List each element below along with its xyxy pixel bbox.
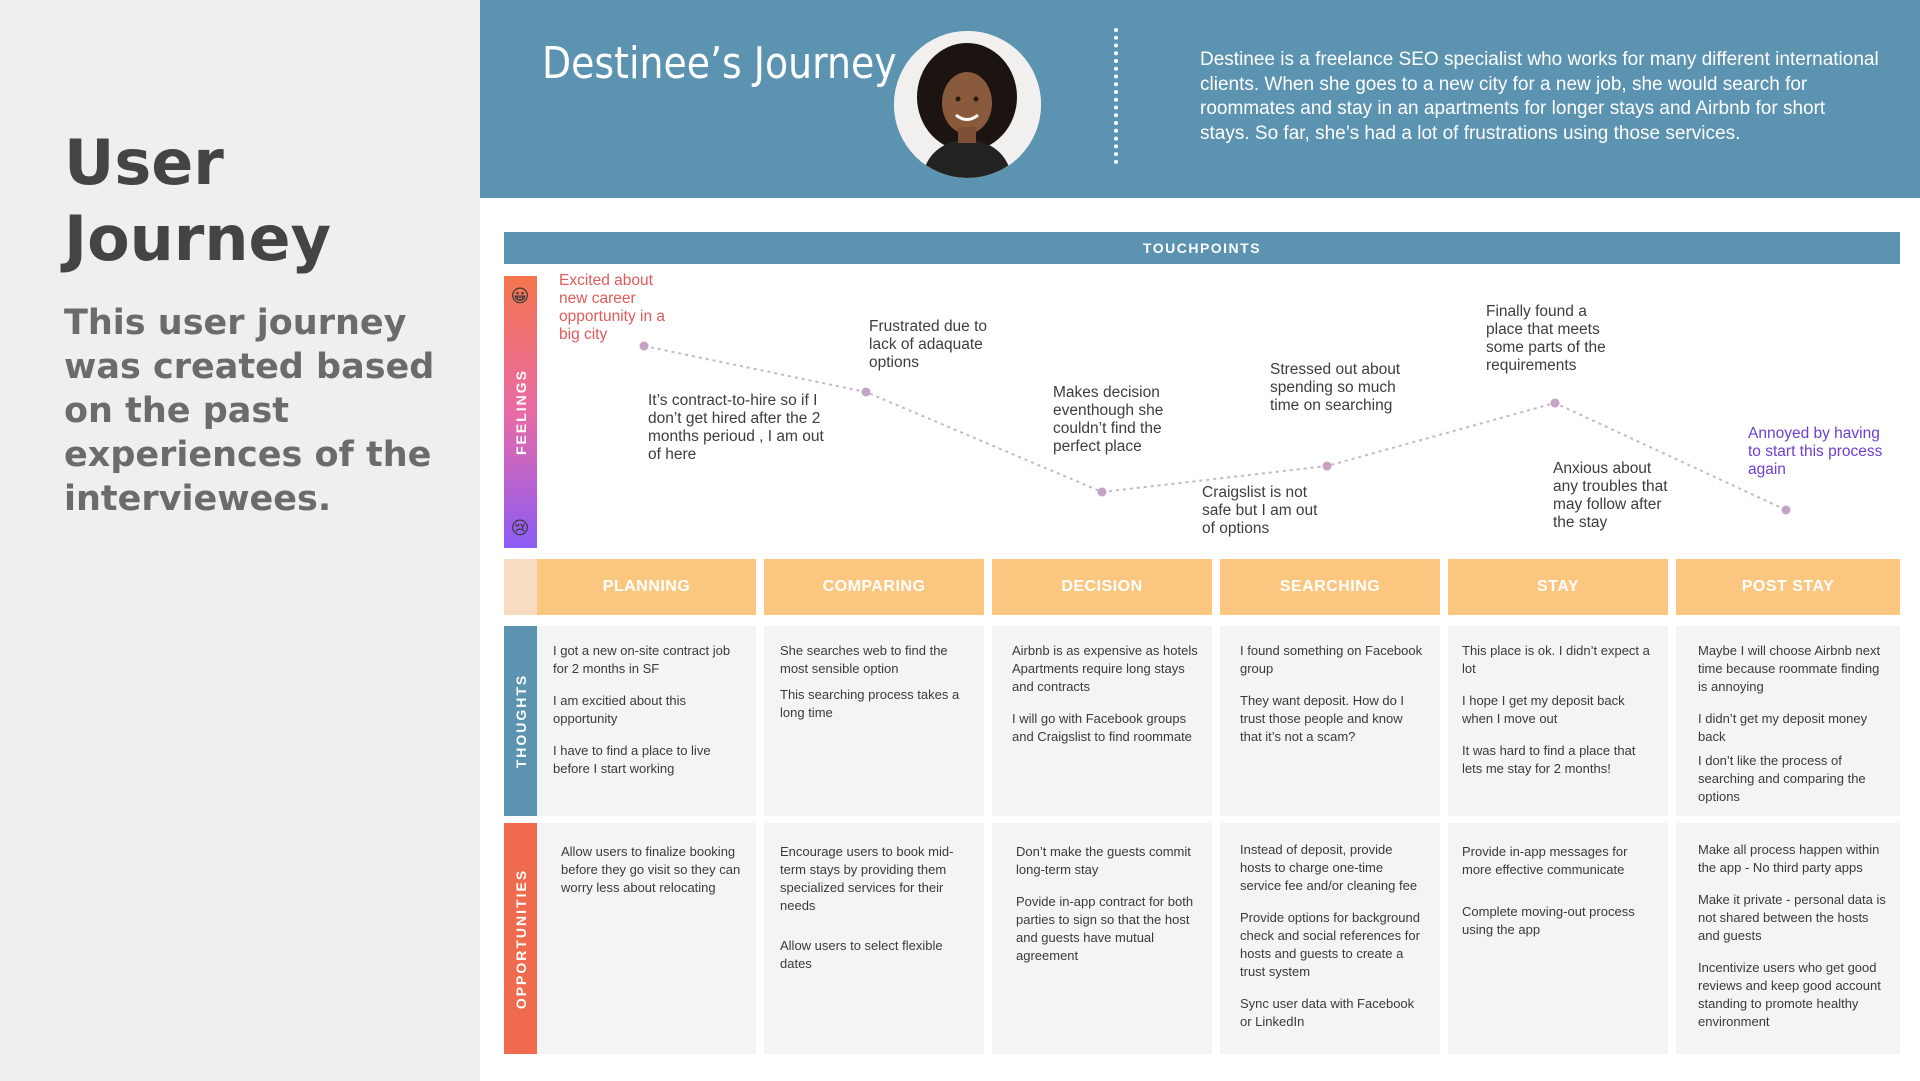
stage-planning: PLANNING [537, 559, 756, 615]
thoughts-label: THOUGHTS [512, 673, 529, 769]
thoughts-cell-decision: Airbnb is as expensive as hotels Apartme… [992, 626, 1212, 816]
feeling-label: Excited about new career opportunity in … [559, 272, 665, 343]
persona-name: Destinee’s Journey [542, 38, 897, 89]
thought-text: I am excitied about this opportunity [553, 693, 686, 726]
thought-text: Maybe I will choose Airbnb next time bec… [1698, 643, 1881, 694]
thought-text: This place is ok. I didn’t expect a lot [1462, 643, 1650, 676]
thoughts-cell-post-stay: Maybe I will choose Airbnb next time bec… [1676, 626, 1900, 816]
thoughts-cell-searching: I found something on Facebook group They… [1220, 626, 1440, 816]
feeling-label: Finally found a place that meets some pa… [1486, 303, 1606, 374]
smiling-face-icon: 😀 [510, 286, 530, 306]
stage-searching: SEARCHING [1220, 559, 1440, 615]
feelings-label: FEELINGS [512, 368, 529, 456]
opportunity-text: Provide options for background check and… [1240, 910, 1420, 979]
opportunity-text: Allow users to finalize booking before t… [561, 844, 741, 895]
feeling-label: Annoyed by having to start this process … [1748, 425, 1883, 478]
opportunity-text: Complete moving-out process using the ap… [1462, 904, 1635, 937]
opportunity-text: Incentivize users who get good reviews a… [1698, 960, 1881, 1029]
opportunities-label: OPPORTUNITIES [512, 868, 529, 1009]
thought-text: I found something on Facebook group [1240, 643, 1423, 676]
feeling-label: Stressed out about spending so much time… [1270, 361, 1401, 414]
feeling-label: Anxious about any troubles that may foll… [1553, 460, 1668, 531]
stage-stay: STAY [1448, 559, 1668, 615]
opportunity-text: Make it private - personal data is not s… [1698, 892, 1886, 943]
opportunities-cell-stay: Provide in-app messages for more effecti… [1448, 823, 1668, 1054]
stage-header-pad [504, 559, 537, 615]
thought-text: I will go with Facebook groups and Craig… [1012, 711, 1192, 744]
opportunities-cell-decision: Don’t make the guests commit long-term s… [992, 823, 1212, 1054]
persona-description: Destinee is a freelance SEO specialist w… [1200, 49, 1879, 144]
thought-text: I hope I get my deposit back when I move… [1462, 693, 1625, 726]
page-description: This user journey was created based on t… [64, 303, 435, 519]
opportunity-text: Instead of deposit, provide hosts to cha… [1240, 842, 1418, 893]
feeling-label: Makes decision eventhough she couldn’t f… [1053, 384, 1164, 455]
thought-text: I didn’t get my deposit money back [1698, 711, 1868, 744]
thoughts-cell-stay: This place is ok. I didn’t expect a lot … [1448, 626, 1668, 816]
thought-text: They want deposit. How do I trust those … [1240, 693, 1405, 744]
thought-text: Apartments require long stays and contra… [1012, 661, 1185, 694]
opportunity-text: Sync user data with Facebook or LinkedIn [1240, 996, 1415, 1029]
opportunity-text: Povide in-app contract for both parties … [1016, 894, 1194, 963]
emotion-point [1322, 461, 1332, 471]
intro-panel: User Journey This user journey was creat… [0, 0, 480, 1081]
feeling-label: Frustrated due to lack of adaquate optio… [869, 318, 988, 371]
opportunities-axis: OPPORTUNITIES [504, 823, 537, 1054]
thought-text: This searching process takes a long time [780, 687, 960, 720]
persona-header: Destinee’s Journey Destinee is a freelan… [480, 0, 1920, 198]
opportunities-cell-planning: Allow users to finalize booking before t… [537, 823, 756, 1054]
stage-decision: DECISION [992, 559, 1212, 615]
persona-photo-illustration [894, 31, 1041, 178]
opportunity-text: Allow users to select flexible dates [780, 938, 943, 971]
opportunity-text: Encourage users to book mid-term stays b… [780, 844, 954, 913]
feeling-label: Craigslist is not safe but I am out of o… [1202, 484, 1318, 537]
emotion-point [861, 387, 871, 397]
thought-text: I have to find a place to live before I … [553, 743, 711, 776]
page-title: User Journey [64, 126, 331, 275]
thought-text: It was hard to find a place that lets me… [1462, 743, 1636, 776]
stage-comparing: COMPARING [764, 559, 984, 615]
opportunities-cell-comparing: Encourage users to book mid-term stays b… [764, 823, 984, 1054]
sad-face-icon: 😢 [510, 518, 530, 538]
thoughts-cell-planning: I got a new on-site contract job for 2 m… [537, 626, 756, 816]
thoughts-cell-comparing: She searches web to find the most sensib… [764, 626, 984, 816]
thoughts-axis: THOUGHTS [504, 626, 537, 816]
emotion-point [1781, 505, 1791, 515]
feeling-label: It’s contract-to-hire so if I don’t get … [648, 392, 824, 463]
thought-text: She searches web to find the most sensib… [780, 643, 948, 676]
thought-text: I don’t like the process of searching an… [1698, 753, 1866, 804]
thought-text: Airbnb is as expensive as hotels [1012, 643, 1198, 658]
opportunity-text: Provide in-app messages for more effecti… [1462, 844, 1628, 877]
emotion-point [1550, 398, 1560, 408]
opportunities-cell-post-stay: Make all process happen within the app -… [1676, 823, 1900, 1054]
thought-text: I got a new on-site contract job for 2 m… [553, 643, 731, 676]
emotion-point [1097, 487, 1107, 497]
persona-avatar [894, 31, 1041, 178]
opportunity-text: Don’t make the guests commit long-term s… [1016, 844, 1191, 877]
opportunity-text: Make all process happen within the app -… [1698, 842, 1880, 875]
header-divider [1114, 28, 1118, 164]
opportunities-cell-searching: Instead of deposit, provide hosts to cha… [1220, 823, 1440, 1054]
touchpoints-header: TOUCHPOINTS [504, 232, 1900, 264]
feelings-axis: 😀 FEELINGS 😢 [504, 276, 537, 548]
stage-post-stay: POST STAY [1676, 559, 1900, 615]
